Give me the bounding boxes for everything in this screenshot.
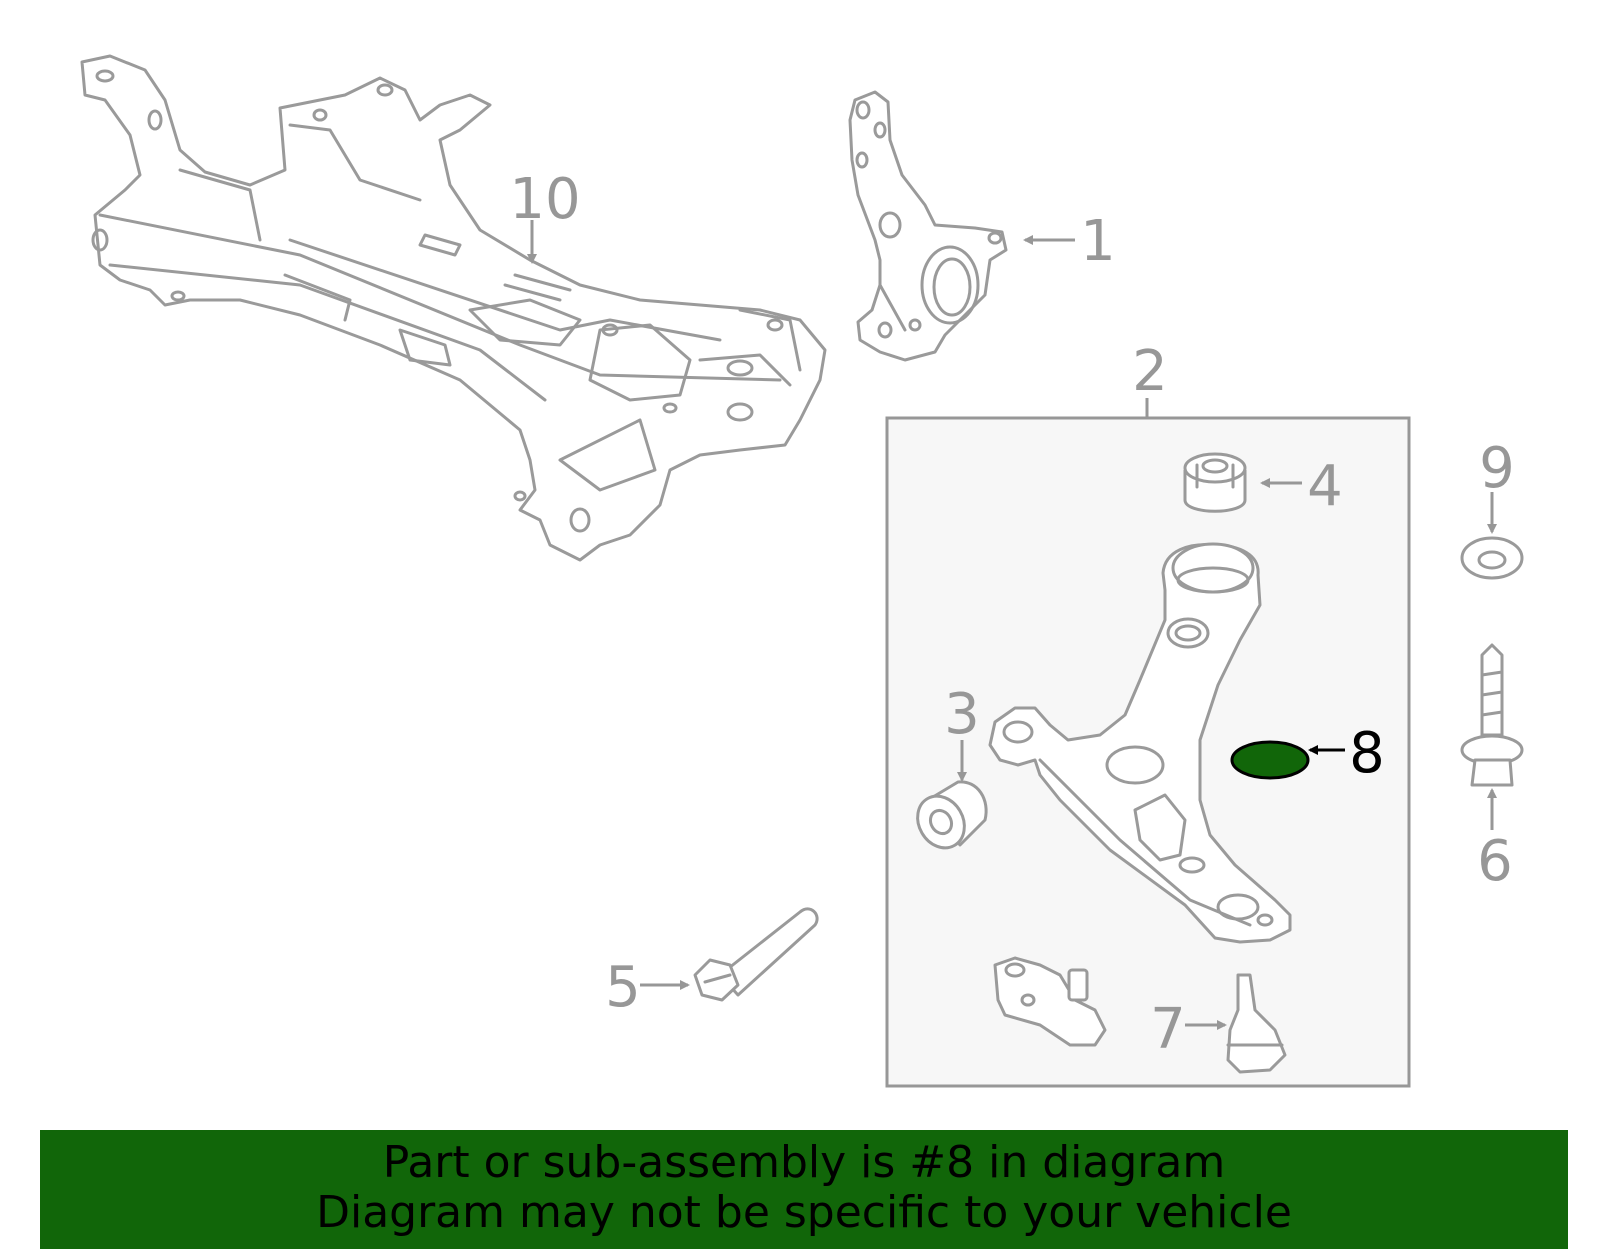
callout-3: 3	[944, 682, 980, 747]
callout-4: 4	[1307, 454, 1343, 519]
subframe-part-10	[80, 54, 827, 562]
ball-joint-part-7	[1226, 973, 1287, 1074]
highlighted-part-8	[1230, 740, 1310, 780]
callout-1: 1	[1080, 209, 1116, 274]
callout-9: 9	[1479, 436, 1515, 501]
callout-8: 8	[1349, 721, 1385, 786]
callout-7: 7	[1150, 997, 1186, 1062]
steering-knuckle-part-1	[848, 90, 1008, 362]
callout-6: 6	[1477, 829, 1513, 894]
banner-line-2: Diagram may not be specific to your vehi…	[316, 1187, 1292, 1238]
flange-bolt-part-6	[1460, 643, 1524, 787]
callout-10: 10	[509, 167, 580, 232]
bushing-part-3	[916, 780, 988, 850]
callout-5: 5	[605, 955, 641, 1020]
info-banner: Part or sub-assembly is #8 in diagram Di…	[40, 1130, 1568, 1249]
washer-part-9	[1460, 536, 1524, 580]
parts-diagram: 10 1 2 4 8 3	[80, 54, 1524, 1088]
control-arm-part-2	[988, 542, 1292, 944]
callout-2: 2	[1132, 339, 1168, 404]
ball-joint-bracket	[993, 956, 1107, 1047]
bushing-part-4	[1183, 452, 1247, 513]
banner-line-1: Part or sub-assembly is #8 in diagram	[382, 1137, 1226, 1188]
bolt-part-5	[693, 907, 819, 1002]
